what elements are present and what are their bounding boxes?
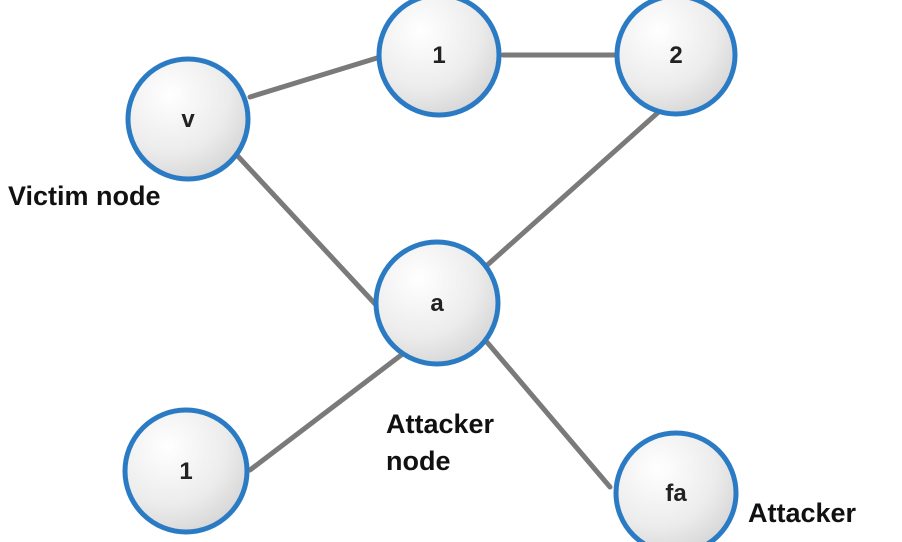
node-1-bottom[interactable]: 1: [122, 407, 250, 535]
attacker-label: Attacker: [748, 498, 857, 528]
node-1-bottom-label: 1: [179, 458, 192, 485]
node-v[interactable]: v: [125, 56, 251, 182]
edge-2-a: [481, 97, 675, 271]
edge-a-fa: [483, 338, 613, 490]
edge-v-a: [231, 149, 380, 309]
node-a[interactable]: a: [373, 239, 501, 367]
node-a-label: a: [430, 290, 444, 317]
edge-a-1: [247, 340, 420, 473]
node-fa-label: fa: [665, 480, 687, 507]
attacker-node-label-line2: node: [386, 446, 451, 476]
node-v-label: v: [181, 106, 195, 133]
node-2[interactable]: 2: [614, 0, 738, 117]
node-1-top-label: 1: [432, 42, 445, 69]
victim-node-label: Victim node: [8, 181, 161, 211]
edges: [231, 52, 675, 490]
attacker-node-label-line1: Attacker: [386, 409, 495, 439]
node-1-top[interactable]: 1: [376, 0, 502, 118]
node-2-label: 2: [669, 42, 682, 69]
node-fa[interactable]: fa: [613, 430, 739, 542]
edge-v-1: [247, 55, 380, 100]
